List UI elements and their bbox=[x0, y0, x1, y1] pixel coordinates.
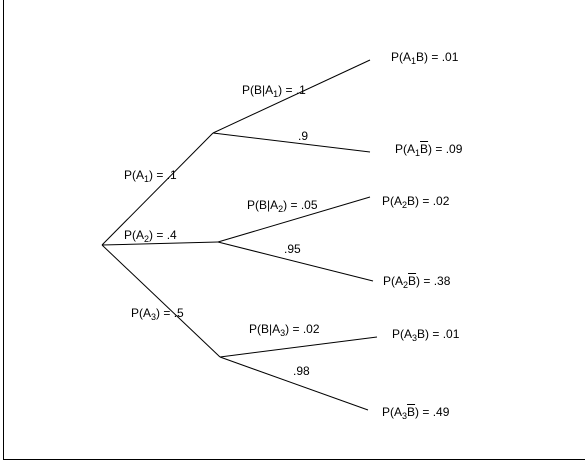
outcome-a2-b: P(A2B) = .02 bbox=[382, 194, 450, 210]
branch-a2-not-b bbox=[217, 241, 374, 282]
branch-a3-not-b bbox=[219, 356, 369, 411]
label-not-b-given-a3: .98 bbox=[293, 364, 310, 378]
branch-a1-not-b bbox=[212, 132, 371, 153]
outcome-a3-not-b: P(A3B) = .49 bbox=[382, 405, 450, 421]
branch-a3 bbox=[101, 244, 221, 358]
label-p-b-given-a2: P(B|A2) = .05 bbox=[247, 198, 318, 214]
label-p-a2: P(A2) = .4 bbox=[124, 228, 177, 244]
label-not-b-given-a2: .95 bbox=[284, 242, 301, 256]
outcome-a2-not-b: P(A2B) = .38 bbox=[383, 274, 451, 290]
outcome-a3-b: P(A3B) = .01 bbox=[392, 327, 460, 343]
label-p-b-given-a3: P(B|A3) = .02 bbox=[249, 322, 320, 338]
branch-a2 bbox=[101, 241, 219, 246]
label-p-a1: P(A1) = .1 bbox=[124, 168, 177, 184]
branch-a2-b bbox=[217, 196, 371, 243]
label-not-b-given-a1: .9 bbox=[298, 129, 309, 143]
outcome-a1-not-b: P(A1B) = .09 bbox=[395, 142, 463, 158]
label-p-b-given-a1: P(B|A1) = .1 bbox=[242, 83, 306, 99]
branch-a1 bbox=[101, 132, 214, 246]
branch-a3-b bbox=[219, 336, 378, 358]
branch-a1-b bbox=[212, 59, 371, 134]
label-p-a3: P(A3) = .5 bbox=[131, 306, 184, 322]
diagram-frame bbox=[3, 0, 585, 460]
outcome-a1-b: P(A1B) = .01 bbox=[391, 50, 459, 66]
